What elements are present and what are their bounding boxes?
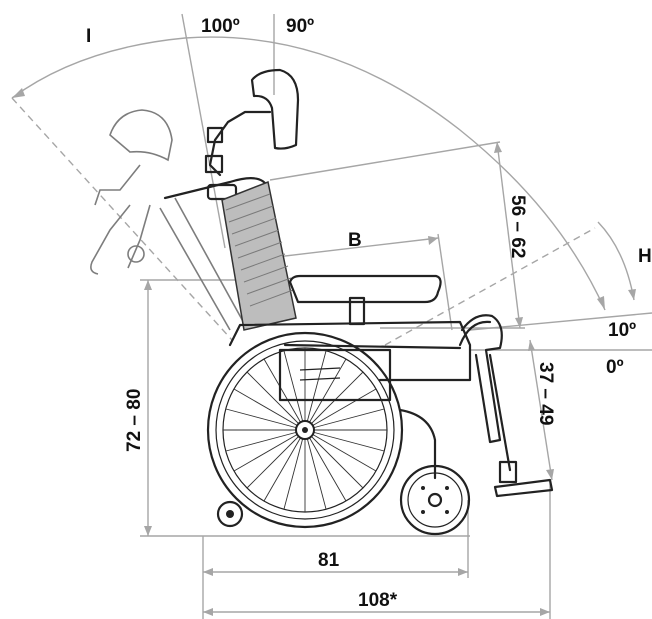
headrest: [250, 68, 300, 150]
arrow-leg-top: [528, 340, 535, 351]
label-seat-depth-b: B: [348, 230, 362, 251]
backrest: [221, 180, 297, 331]
arrow-81-left: [203, 568, 213, 576]
ghost-headrest-arm: [94, 164, 141, 206]
tilt-reference-dashed: [384, 227, 596, 346]
seat-depth-dimension-line: [267, 237, 439, 259]
ghost-brake: [127, 245, 145, 263]
label-angle-0: 0º: [606, 357, 624, 378]
arrow-81-right: [458, 568, 468, 576]
label-base-length: 81: [318, 550, 340, 571]
headrest-clamp: [206, 126, 224, 144]
label-leg-length: 37 – 49: [535, 362, 556, 425]
arrow-108-left: [203, 608, 213, 616]
ghost-back-frame: [159, 207, 231, 331]
legrest: [460, 314, 503, 444]
ghost-handle: [90, 204, 131, 275]
recline-reference-dashed: [11, 97, 233, 341]
label-back-height: 56 – 62: [507, 195, 528, 258]
arrow-72-bottom: [144, 526, 152, 536]
ghost-headrest: [109, 109, 173, 162]
arrow-arc-right: [597, 296, 605, 310]
headrest-clamp-2: [204, 154, 224, 174]
side-frame: [278, 348, 392, 402]
arrow-tilt-h: [628, 289, 636, 300]
arrow-back-top: [494, 142, 502, 153]
front-caster: [399, 464, 471, 536]
reclined-backrest-ghost: [90, 109, 246, 331]
back-height-top-extension: [269, 141, 501, 181]
label-angle-90: 90º: [286, 16, 314, 37]
arrow-arc-left: [12, 88, 25, 98]
anti-tipper-wheel: [216, 500, 244, 528]
handle-grip: [206, 183, 238, 201]
label-seat-height: 72 – 80: [124, 389, 145, 452]
leg-length-dimension-line: [529, 339, 553, 481]
wheelchair: [163, 68, 554, 536]
arrow-108-right: [540, 608, 550, 616]
seat-frame-lower: [283, 343, 462, 350]
seat-depth-end-tick: [437, 233, 453, 331]
footplate: [493, 478, 554, 498]
caster-fork: [398, 408, 437, 480]
dimension-lines: [11, 13, 652, 619]
armrest-post: [348, 296, 366, 326]
recline-arc: [11, 36, 606, 311]
legrest-tube: [488, 353, 512, 472]
label-recline-i: I: [86, 26, 91, 47]
arrow-72-top: [144, 280, 152, 290]
back-height-dimension-line: [496, 141, 521, 329]
rear-wheel: [206, 331, 404, 529]
dimension-labels: 100º 90º I H B 56 – 62 10º 0º 37 – 49 72…: [86, 16, 652, 611]
ghost-handle-2: [127, 204, 151, 269]
ghost-back-frame-2: [174, 197, 246, 326]
side-frame-slot: [299, 367, 341, 381]
footplate-clamp: [498, 460, 518, 484]
label-angle-10: 10º: [608, 320, 636, 341]
legrest-calf-pad: [458, 320, 492, 347]
label-tilt-h: H: [638, 246, 652, 267]
arrow-leg-bottom: [546, 469, 554, 480]
headrest-mount: [208, 110, 272, 177]
label-angle-100: 100º: [201, 16, 240, 37]
label-overall-length: 108*: [358, 590, 398, 611]
armrest: [288, 274, 442, 304]
arrow-b-right: [428, 236, 438, 245]
rear-wheel-spokes: [223, 348, 387, 512]
angle-100-line: [181, 13, 226, 249]
arrow-back-bottom: [515, 317, 523, 328]
tilt-arc-h: [597, 221, 635, 301]
